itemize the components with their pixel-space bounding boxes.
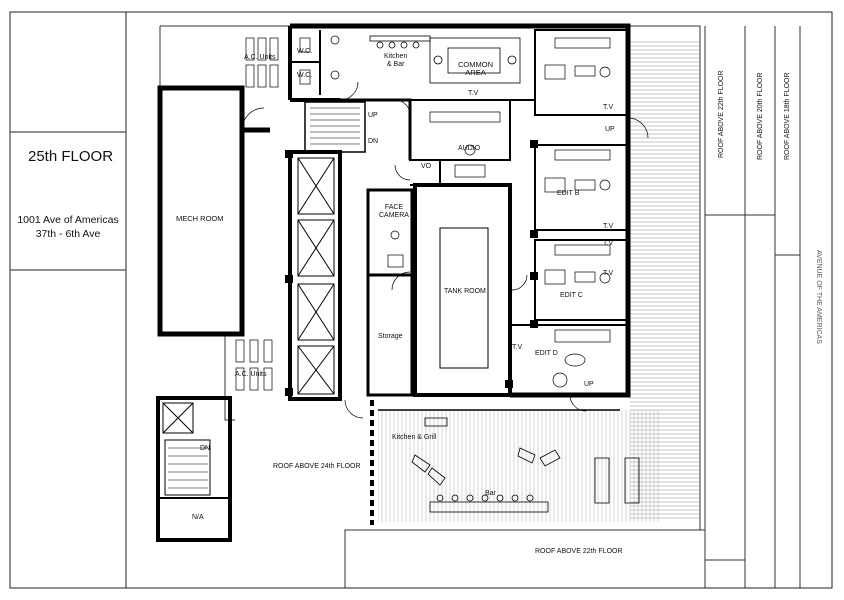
label-up-stair: UP	[368, 112, 378, 119]
roof-step-bottom	[345, 529, 745, 561]
label-dn-stair: DN	[368, 138, 379, 145]
tank-room	[413, 183, 512, 397]
audio-room-wall	[409, 100, 511, 161]
address-line-1: 1001 Ave of Americas	[17, 214, 119, 226]
address-line-2: 37th - 6th Ave	[35, 228, 101, 240]
label-roof-18th-right: ROOF ABOVE 18th FLOOR	[784, 72, 791, 160]
label-roof-22nd-right: ROOF ABOVE 22th FLOOR	[718, 70, 725, 158]
label-bar: Bar	[485, 490, 496, 497]
label-mech-room: MECH ROOM	[176, 214, 224, 223]
wc-fixtures	[299, 35, 340, 85]
wc-partition	[290, 30, 321, 95]
ac-units-top	[245, 37, 279, 88]
label-face-camera: FACE CAMERA	[379, 204, 409, 219]
label-wc-1: W.C.	[297, 48, 313, 55]
label-tv-4: T.V	[603, 270, 614, 277]
label-storage: Storage	[378, 333, 403, 340]
corridor-wall-left	[340, 98, 412, 160]
face-camera-room	[366, 188, 414, 277]
mech-room-annex	[239, 88, 270, 133]
elevator-shafts	[297, 157, 335, 395]
label-wc-2: W.C.	[297, 72, 313, 79]
label-ac-units-bottom: A.C. Units	[235, 371, 267, 378]
storage-room	[366, 273, 414, 397]
lower-stair	[164, 439, 211, 496]
label-tv-edit-d: T.V	[512, 344, 523, 351]
terrace-deck	[378, 410, 660, 522]
label-tv-1: T.V	[603, 104, 614, 111]
edit-room-d	[509, 324, 629, 396]
label-up-right: UP	[605, 126, 615, 133]
tank	[439, 227, 489, 369]
label-common-area: COMMON AREA	[458, 60, 493, 77]
label-audio: AUDIO	[458, 145, 481, 152]
label-kitchen-grill: Kitchen & Grill	[392, 434, 437, 441]
edit-room-b	[534, 144, 629, 231]
label-kitchen-bar: Kitchen & Bar	[384, 53, 408, 68]
label-roof-22nd-bottom: ROOF ABOVE 22th FLOOR	[535, 548, 623, 555]
common-area-furniture	[369, 35, 521, 84]
stair-treads	[310, 107, 360, 145]
door-swings	[241, 81, 649, 419]
edit-room-c	[534, 239, 629, 321]
roof-step	[705, 214, 800, 256]
ac-units-bottom	[235, 339, 273, 391]
inner-outline	[159, 26, 235, 421]
label-tank-room: TANK ROOM	[444, 288, 486, 295]
edit-room-furniture	[387, 37, 611, 388]
edit-room-top	[534, 29, 629, 116]
terrace-furniture	[411, 417, 640, 513]
label-up-bottom: UP	[584, 381, 594, 388]
label-tv-common: T.V	[468, 90, 479, 97]
lower-shaft	[162, 402, 194, 434]
label-tv-2: T.V	[603, 223, 614, 230]
label-tv-3: T.V	[603, 240, 614, 247]
label-vo: VO	[421, 163, 432, 170]
edit-room-columns	[285, 140, 538, 396]
label-roof-20th-right: ROOF ABOVE 20th FLOOR	[757, 72, 764, 160]
label-na: N/A	[192, 514, 204, 521]
lower-stair-tower	[156, 396, 232, 542]
lower-stair-treads	[168, 447, 208, 489]
label-edit-d: EDIT D	[535, 350, 558, 357]
stair	[304, 101, 366, 153]
label-ac-units-top: A.C. Units	[244, 54, 276, 61]
sheet-border	[9, 11, 833, 589]
label-edit-b: EDIT B	[557, 190, 580, 197]
label-roof-24th: ROOF ABOVE 24th FLOOR	[273, 463, 361, 470]
floor-title: 25th FLOOR	[28, 148, 114, 165]
label-avenue: AVENUE OF THE AMERICAS	[815, 250, 822, 344]
label-edit-c: EDIT C	[560, 292, 583, 299]
label-dn-lower: DN	[200, 445, 211, 452]
mech-room-wall	[157, 85, 245, 337]
